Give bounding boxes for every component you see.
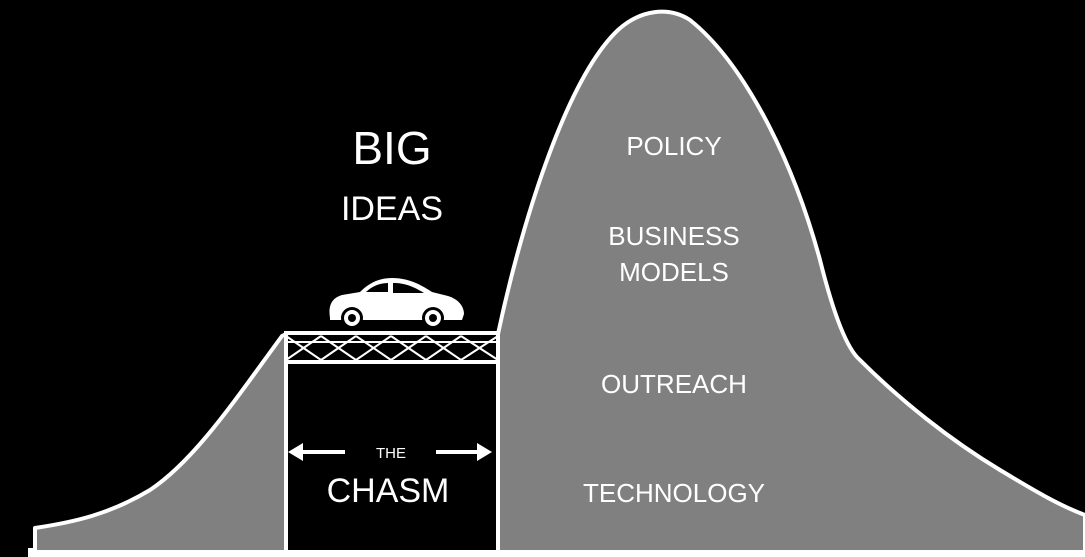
layer-business-line1: BUSINESS (608, 221, 740, 251)
headline-line2: IDEAS (341, 190, 443, 228)
car-icon (329, 278, 464, 329)
arrow-left-head (288, 443, 303, 461)
layer-outreach: OUTREACH (601, 369, 747, 399)
truss-bridge-icon (284, 331, 500, 364)
chasm-gap (284, 360, 500, 554)
layer-policy: POLICY (626, 131, 721, 161)
chasm-word: CHASM (327, 472, 450, 510)
chasm-prefix: THE (376, 445, 406, 462)
right-adoption-curve (496, 9, 1085, 554)
headline-line1: BIG (352, 122, 431, 174)
left-adoption-curve (33, 332, 288, 554)
layer-business-line2: MODELS (619, 257, 729, 287)
arrow-right-head (477, 443, 492, 461)
layer-technology: TECHNOLOGY (583, 478, 765, 508)
